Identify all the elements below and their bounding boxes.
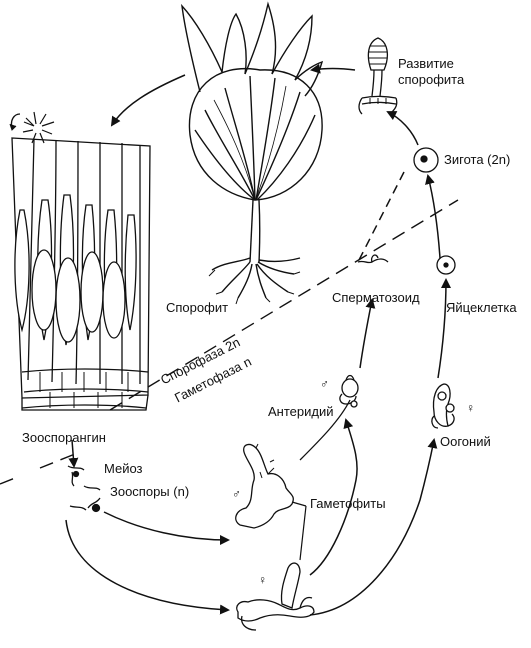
sperm-label: Сперматозоид [332, 290, 420, 305]
meiosis-label: Мейоз [104, 461, 143, 476]
female-gametophyte-drawing [236, 562, 315, 631]
sporophyte-drawing [181, 1, 324, 305]
cycle-arrows [65, 63, 451, 616]
phase-divider [0, 199, 459, 485]
zoospores-drawing [67, 465, 101, 513]
zygote-drawing [413, 147, 439, 173]
zoospores-label: Зооспоры (n) [110, 484, 190, 499]
oogonium-drawing [431, 383, 455, 429]
female-symbol-gametophyte: ♀ [258, 573, 267, 587]
oogonium-label: Оогоний [440, 434, 491, 449]
sperm-drawing [357, 254, 389, 264]
egg-drawing [436, 255, 456, 275]
zoosporangium-label: Зооспорангин [22, 430, 106, 445]
young-sporophyte-drawing [358, 37, 398, 115]
sporophyte-development-label-line1: Развитие [398, 56, 454, 71]
zoosporangia-tissue-drawing [9, 111, 151, 411]
gametophytes-label: Гаметофиты [310, 496, 386, 511]
antheridium-label: Антеридий [268, 404, 334, 419]
antheridium-drawing [339, 374, 359, 408]
zygote-label: Зигота (2n) [444, 152, 511, 167]
sporophyte-label: Спорофит [166, 300, 229, 315]
male-symbol-antheridium: ♂ [320, 377, 329, 391]
egg-label: Яйцеклетка [446, 300, 517, 315]
male-symbol-gametophyte: ♂ [232, 487, 241, 501]
female-symbol-oogonium: ♀ [466, 401, 475, 415]
male-gametophyte-drawing [235, 443, 294, 529]
sporophyte-development-label-line2: спорофита [398, 72, 465, 87]
